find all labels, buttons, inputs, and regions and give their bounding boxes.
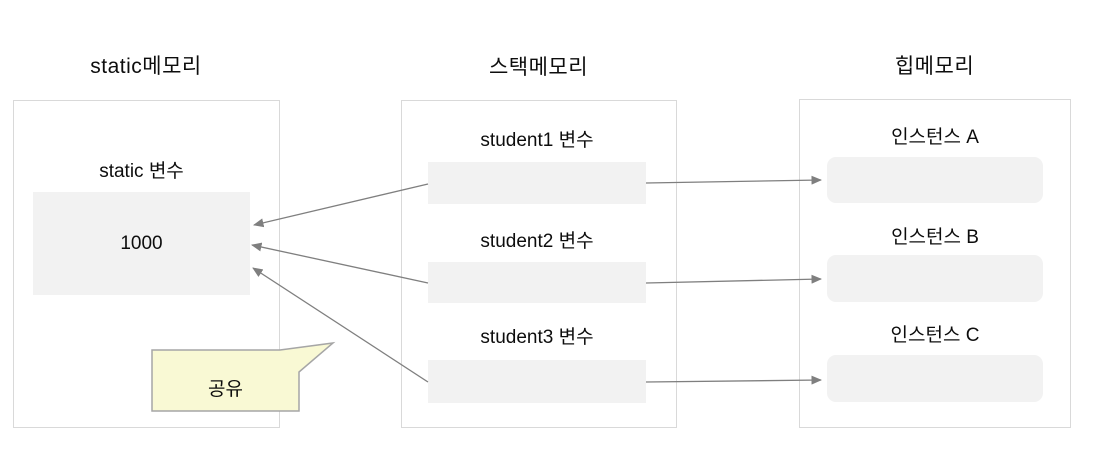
static-variable-value: 1000 <box>120 232 163 254</box>
student3-variable-slot <box>428 360 646 403</box>
student2-variable-label: student2 변수 <box>480 231 594 252</box>
static-memory-title: static메모리 <box>90 55 202 78</box>
shared-callout-label: 공유 <box>208 379 243 400</box>
instance-c-label: 인스턴스 C <box>890 325 980 346</box>
instance-a-label: 인스턴스 A <box>891 127 979 148</box>
student1-variable-label: student1 변수 <box>480 130 594 151</box>
instance-b-slot <box>827 255 1043 302</box>
instance-b-label: 인스턴스 B <box>891 227 979 248</box>
student2-variable-slot <box>428 262 646 303</box>
stack-memory-title: 스택메모리 <box>488 56 589 79</box>
instance-c-slot <box>827 355 1043 402</box>
instance-a-slot <box>827 157 1043 203</box>
student1-variable-slot <box>428 162 646 204</box>
student3-variable-label: student3 변수 <box>480 327 594 348</box>
heap-memory-title: 힙메모리 <box>894 55 975 78</box>
static-variable-label: static 변수 <box>99 161 184 182</box>
static-variable-box: 1000 <box>33 192 250 295</box>
